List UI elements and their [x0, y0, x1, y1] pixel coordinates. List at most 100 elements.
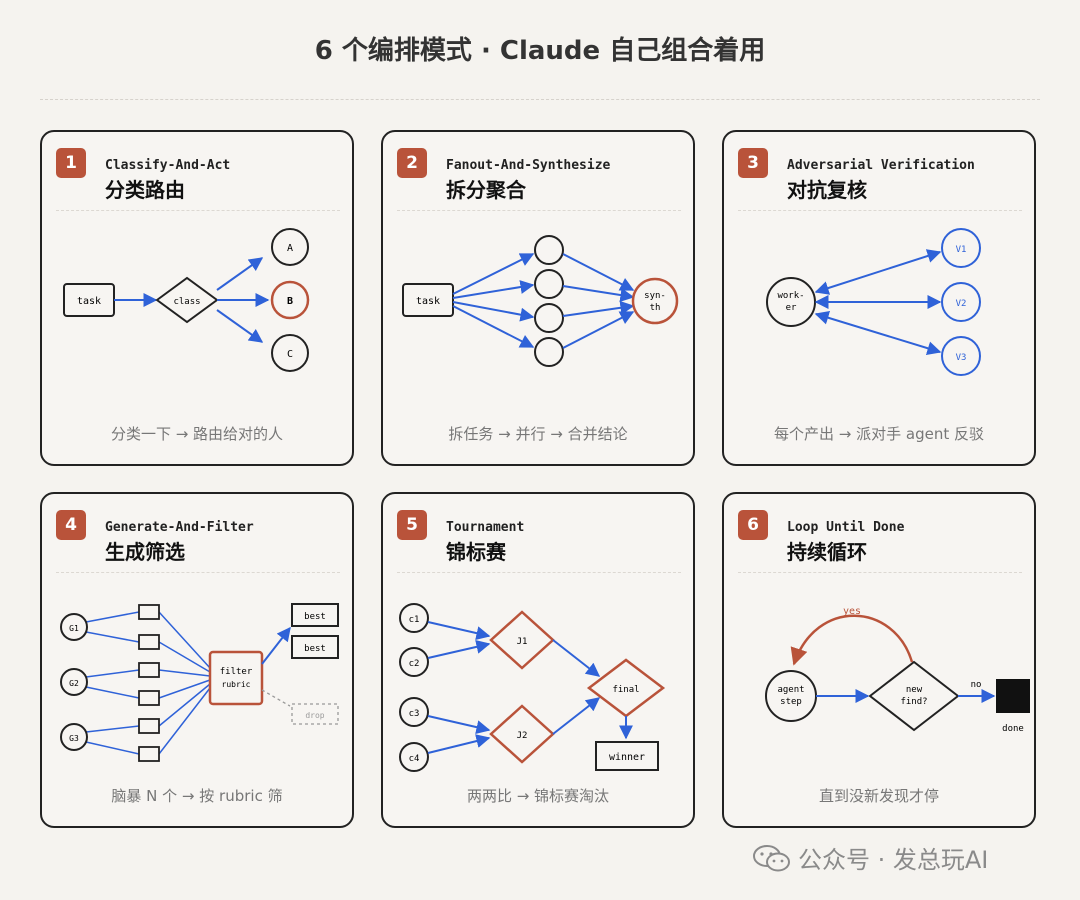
no-label: no	[971, 680, 982, 690]
verifier-label-3: V3	[956, 353, 967, 363]
card-divider	[56, 572, 340, 573]
card-divider	[738, 572, 1022, 573]
contestant-node-1	[399, 603, 429, 633]
card-number-badge: 2	[397, 148, 427, 178]
title-divider	[40, 99, 1040, 100]
verifier-node-3	[941, 336, 981, 376]
card-caption: 两两比 → 锦标赛淘汰	[466, 787, 610, 805]
arrow-w2-synth	[562, 285, 635, 302]
verifier-node-1	[941, 228, 981, 268]
generator-label-3: G3	[69, 734, 79, 743]
node-c	[271, 334, 309, 372]
task-node	[402, 283, 454, 317]
task-label: task	[77, 296, 101, 307]
fanout-diagram: task syn- th	[402, 235, 679, 367]
synth-label-2: th	[650, 303, 661, 313]
generate-filter-diagram: G1 G2 G3 filter rubric best best drop	[60, 603, 339, 762]
arrow-filter-drop	[261, 689, 291, 707]
generator-label-1: G1	[69, 624, 79, 633]
card-caption: 拆任务 → 并行 → 合并结论	[448, 425, 628, 443]
worker-node-1	[534, 235, 564, 265]
worker-node-3	[534, 303, 564, 333]
node-b	[270, 280, 310, 320]
winner-label: winner	[609, 752, 645, 763]
candidate-box	[138, 662, 160, 678]
contestant-label-1: c1	[409, 615, 420, 625]
candidate-box	[138, 690, 160, 706]
agent-step-node	[765, 670, 817, 722]
arrow-c4-j2	[427, 734, 491, 754]
verifier-node-2	[941, 282, 981, 322]
done-node	[996, 679, 1030, 713]
filter-node	[208, 650, 264, 706]
card-cn-title: 对抗复核	[787, 178, 867, 202]
drop-label: drop	[305, 711, 324, 720]
arrow-loop-yes	[790, 614, 914, 666]
verifier-label-1: V1	[956, 245, 967, 255]
card-cn-title: 生成筛选	[105, 540, 185, 564]
new-find-decision-node	[868, 660, 960, 732]
card-caption: 分类一下 → 路由给对的人	[110, 425, 284, 443]
worker-label-2: er	[786, 303, 797, 313]
card-loop-until-done: 6 Loop Until Done 持续循环 yes agent step ne…	[722, 492, 1036, 828]
arrow-task-w4	[452, 305, 535, 348]
arrow-j1-final	[552, 639, 601, 677]
best-node-1	[291, 603, 339, 627]
step-label: step	[780, 697, 802, 707]
contestant-node-3	[399, 697, 429, 727]
worker-node-4	[534, 337, 564, 367]
node-a-label: A	[287, 243, 293, 254]
card-en-title: Generate-And-Filter	[105, 520, 254, 535]
winner-node	[595, 741, 659, 771]
card-caption: 直到没新发现才停	[818, 787, 939, 805]
candidate-box	[138, 604, 160, 620]
card-en-title: Fanout-And-Synthesize	[446, 158, 611, 173]
arrow-w4-synth	[562, 311, 635, 349]
node-b-label: B	[287, 296, 293, 307]
card-number-badge: 5	[397, 510, 427, 540]
card-cn-title: 分类路由	[105, 178, 185, 202]
rubric-label: rubric	[222, 680, 251, 689]
arrow-worker-v3	[814, 310, 942, 356]
arrow-worker-v1	[814, 249, 942, 295]
card-cn-title: 持续循环	[787, 540, 867, 564]
card-en-title: Tournament	[446, 520, 525, 535]
generator-node-2	[60, 668, 88, 696]
card-caption: 每个产出 → 派对手 agent 反驳	[774, 425, 984, 443]
worker-node-2	[534, 269, 564, 299]
card-en-title: Classify-And-Act	[105, 158, 231, 173]
loop-diagram: yes agent step new find? no done	[765, 606, 1030, 734]
generator-label-2: G2	[69, 679, 79, 688]
final-label: final	[612, 685, 639, 695]
best-node-2	[291, 635, 339, 659]
worker-node	[766, 277, 816, 327]
final-node	[586, 658, 666, 718]
card-number-badge: 4	[56, 510, 86, 540]
arrow-w3-synth	[562, 300, 635, 317]
arrow-j2-final	[552, 697, 601, 735]
card-cn-title: 拆分聚合	[446, 178, 526, 202]
class-label: class	[173, 297, 200, 307]
new-label: new	[906, 685, 923, 695]
arrow-filter-best	[261, 626, 291, 665]
card-classify-and-act: 1 Classify-And-Act 分类路由 task class A B C…	[40, 130, 354, 466]
judge-label-2: J2	[517, 731, 528, 741]
yes-label: yes	[843, 606, 861, 617]
synth-node	[631, 277, 679, 325]
contestant-label-2: c2	[409, 659, 420, 669]
best-label-2: best	[304, 644, 326, 654]
card-adversarial-verification: 3 Adversarial Verification 对抗复核 work- er…	[722, 130, 1036, 466]
card-tournament: 5 Tournament 锦标赛 c1 c2 c3 c4 J1 J2 final…	[381, 492, 695, 828]
adversarial-diagram: work- er V1 V2 V3	[766, 228, 981, 376]
find-label: find?	[900, 697, 927, 707]
arrow-c1-j1	[427, 621, 491, 641]
done-label: done	[1002, 724, 1024, 734]
contestant-label-4: c4	[409, 754, 420, 764]
generator-node-3	[60, 723, 88, 751]
watermark: 公众号 · 发总玩AI	[752, 840, 988, 875]
card-cn-title: 锦标赛	[446, 540, 506, 564]
arrow-class-a	[216, 257, 264, 291]
generator-node-1	[60, 613, 88, 641]
judge-label-1: J1	[517, 637, 528, 647]
candidate-box	[138, 718, 160, 734]
